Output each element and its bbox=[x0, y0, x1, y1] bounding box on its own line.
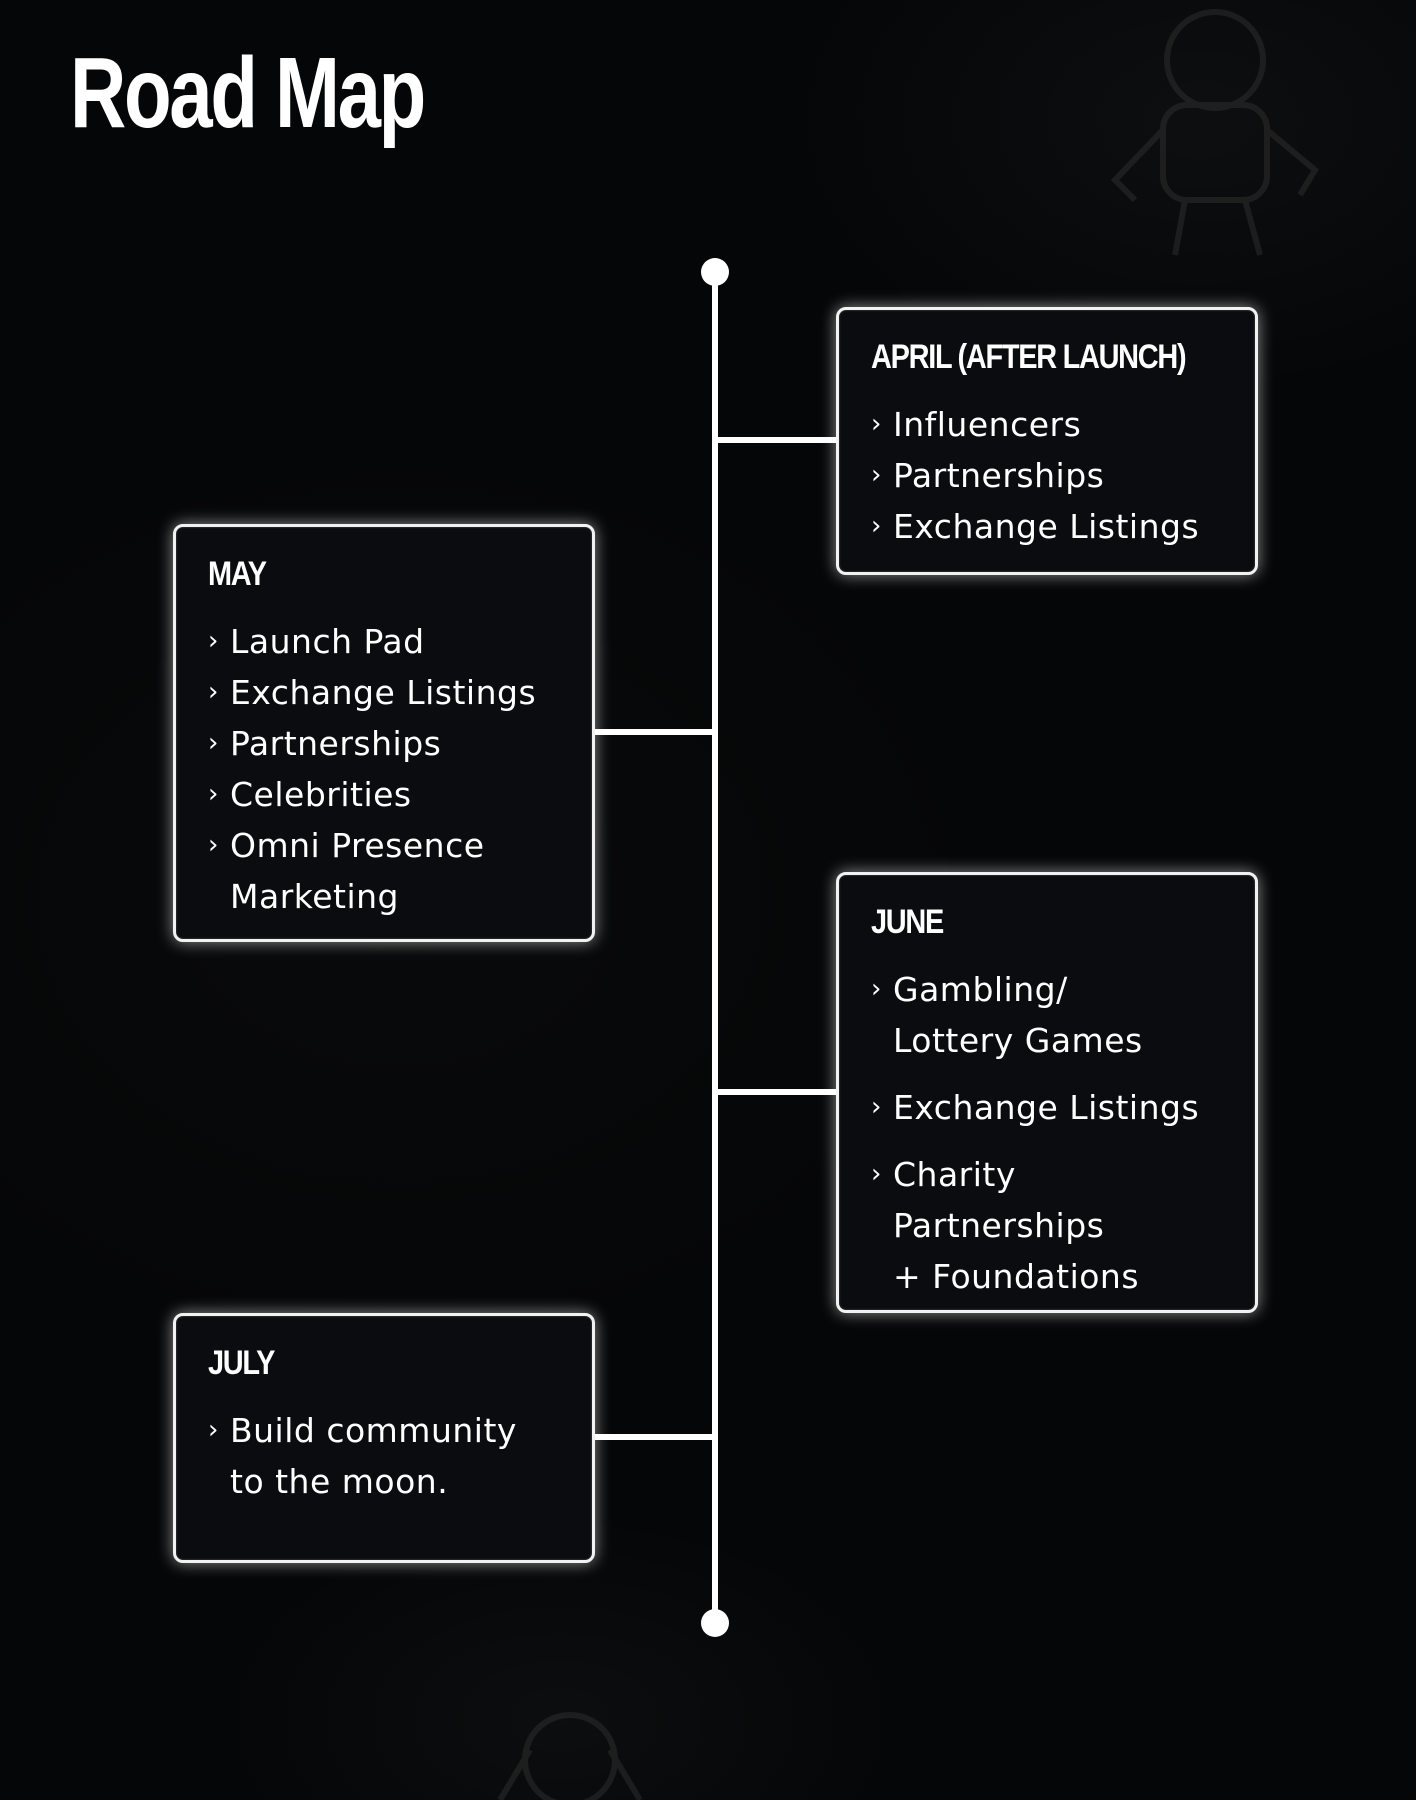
item-text: Omni Presence bbox=[230, 826, 485, 865]
milestone-card-april: APRIL (AFTER LAUNCH) › Influencers › Partn… bbox=[836, 307, 1258, 575]
milestone-list: › Launch Pad › Exchange Listings › Partners… bbox=[208, 616, 570, 922]
chevron-right-icon: › bbox=[208, 626, 219, 656]
timeline-end-node bbox=[701, 1609, 729, 1637]
item-text: Partnerships bbox=[230, 724, 442, 763]
list-item: › Partnerships bbox=[208, 718, 570, 769]
item-text: Exchange Listings bbox=[893, 507, 1200, 546]
item-text: Exchange Listings bbox=[230, 673, 537, 712]
page-title: Road Map bbox=[70, 37, 426, 149]
astronaut-icon bbox=[497, 1712, 643, 1800]
milestone-card-may: MAY › Launch Pad › Exchange Listings › Part… bbox=[173, 524, 595, 942]
list-item: › Build community to the moon. bbox=[208, 1405, 570, 1507]
item-text-continued: + Foundations bbox=[893, 1257, 1140, 1296]
chevron-right-icon: › bbox=[208, 779, 219, 809]
milestone-card-july: JULY › Build community to the moon. bbox=[173, 1313, 595, 1563]
chevron-right-icon: › bbox=[208, 1415, 219, 1445]
milestone-heading: APRIL (AFTER LAUNCH) bbox=[871, 338, 1187, 376]
list-item: › Exchange Listings bbox=[871, 501, 1233, 552]
chevron-right-icon: › bbox=[871, 974, 882, 1004]
item-text: Launch Pad bbox=[230, 622, 425, 661]
list-item: › Exchange Listings bbox=[208, 667, 570, 718]
chevron-right-icon: › bbox=[208, 728, 219, 758]
chevron-right-icon: › bbox=[208, 677, 219, 707]
list-item: › Exchange Listings bbox=[871, 1082, 1233, 1133]
item-text: Gambling/ bbox=[893, 970, 1068, 1009]
astronaut-icon bbox=[1110, 9, 1319, 256]
chevron-right-icon: › bbox=[871, 409, 882, 439]
list-item: › Charity Partnerships + Foundations bbox=[871, 1149, 1233, 1302]
item-text-continued: Marketing bbox=[230, 877, 399, 916]
milestone-card-june: JUNE › Gambling/Lottery Games › Exchange L… bbox=[836, 872, 1258, 1313]
milestone-heading: MAY bbox=[208, 555, 267, 593]
chevron-right-icon: › bbox=[871, 1159, 882, 1189]
item-text: Charity Partnerships bbox=[893, 1155, 1105, 1245]
timeline-start-node bbox=[701, 258, 729, 286]
chevron-right-icon: › bbox=[208, 830, 219, 860]
milestone-heading: JUNE bbox=[871, 903, 944, 941]
milestone-list: › Gambling/Lottery Games › Exchange Listin… bbox=[871, 964, 1233, 1302]
item-text: Exchange Listings bbox=[893, 1088, 1200, 1127]
list-item: › Celebrities bbox=[208, 769, 570, 820]
item-text: Influencers bbox=[893, 405, 1082, 444]
list-item: › Launch Pad bbox=[208, 616, 570, 667]
list-item: › Influencers bbox=[871, 399, 1233, 450]
item-text: Build community bbox=[230, 1411, 517, 1450]
milestone-heading: JULY bbox=[208, 1344, 275, 1382]
item-text: Celebrities bbox=[230, 775, 412, 814]
item-text-continued: Lottery Games bbox=[893, 1021, 1143, 1060]
list-item: › Partnerships bbox=[871, 450, 1233, 501]
milestone-list: › Build community to the moon. bbox=[208, 1405, 570, 1507]
item-text-continued: to the moon. bbox=[230, 1462, 449, 1501]
list-item: › Gambling/Lottery Games bbox=[871, 964, 1233, 1066]
milestone-list: › Influencers › Partnerships › Exchange Lis… bbox=[871, 399, 1233, 552]
chevron-right-icon: › bbox=[871, 460, 882, 490]
item-text: Partnerships bbox=[893, 456, 1105, 495]
chevron-right-icon: › bbox=[871, 1092, 882, 1122]
chevron-right-icon: › bbox=[871, 511, 882, 541]
